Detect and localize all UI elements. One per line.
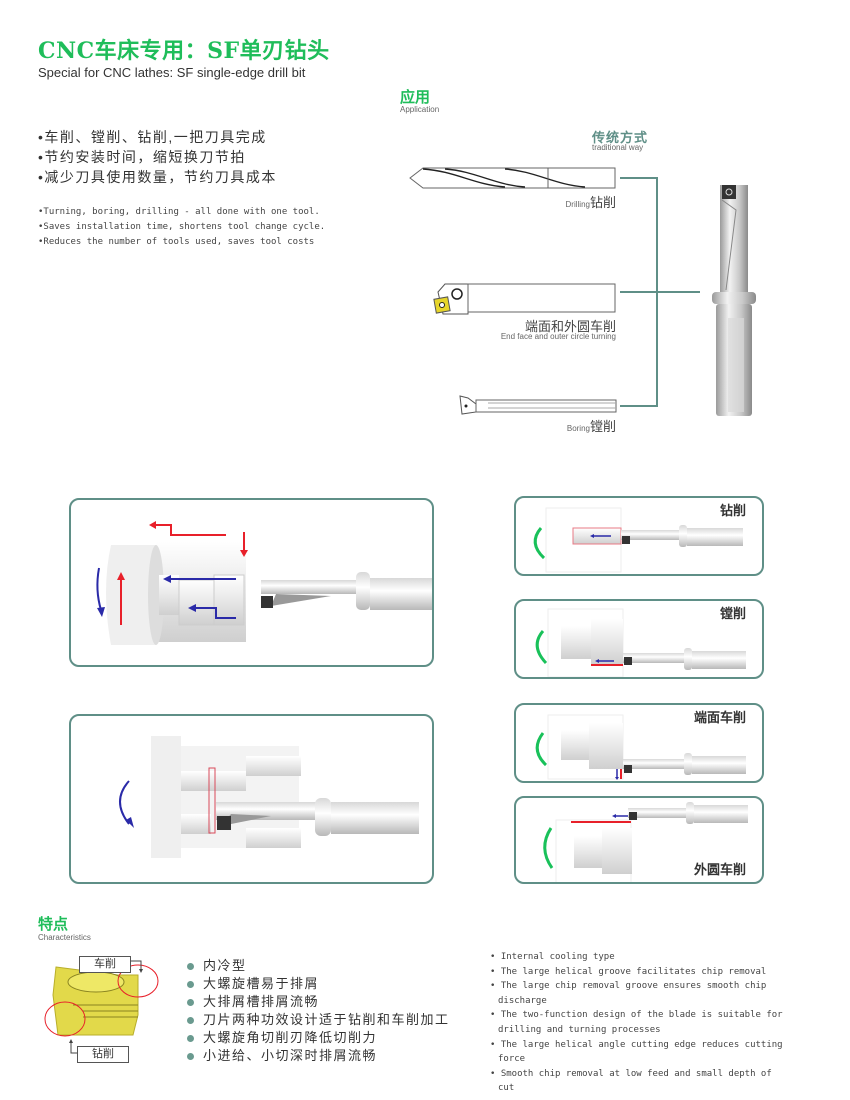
characteristic-item: 刀片两种功效设计适于钻削和车削加工 — [187, 1011, 450, 1029]
operation-panel-boring: 镗削 — [514, 599, 764, 679]
workpiece-turning-illustration — [96, 521, 432, 645]
characteristics-heading: 特点 — [38, 916, 69, 933]
benefit-en-3: •Reduces the number of tools used, saves… — [38, 237, 315, 247]
application-heading: 应用 — [400, 89, 431, 106]
outer-turning-illustration — [543, 802, 748, 882]
boring-bar-icon — [459, 395, 617, 415]
characteristic-item-en: • Smooth chip removal at low feed and sm… — [490, 1068, 772, 1094]
characteristic-item-en: • The two-function design of the blade i… — [490, 1010, 783, 1035]
benefit-en-1: •Turning, boring, drilling - all done wi… — [38, 207, 320, 217]
tool-label-boring: Boring镗削 — [566, 419, 616, 434]
characteristic-item: 大螺旋槽易于排屑 — [187, 975, 450, 993]
workpiece-facing-illustration — [119, 736, 419, 858]
characteristic-item-en: • The large chip removal groove ensures … — [490, 981, 767, 1006]
drilling-illustration — [533, 507, 743, 573]
tool-label-turning: 端面和外圆车削 — [524, 319, 616, 334]
characteristics-list-cn: 内冷型 大螺旋槽易于排屑 大排屑槽排屑流畅 刀片两种功效设计适于钻削和车削加工 … — [187, 957, 450, 1065]
characteristics-list-en: • Internal cooling type • The large heli… — [490, 950, 790, 1096]
traditional-heading: 传统方式 — [592, 130, 649, 145]
benefit-cn-3: •减少刀具使用数量，节约刀具成本 — [38, 169, 277, 185]
operation-panel-outer-turning: 外圆车削 — [514, 796, 764, 884]
insert-label-turning: 车削 — [79, 956, 131, 973]
tool-label-turning-en: End face and outer circle turning — [500, 332, 616, 341]
characteristic-item-en: • The large helical groove facilitates c… — [490, 966, 767, 977]
characteristic-item: 大排屑槽排屑流畅 — [187, 993, 450, 1011]
connector-line — [620, 291, 700, 293]
end-face-turning-illustration — [535, 714, 746, 780]
characteristic-item-en: • Internal cooling type — [490, 952, 615, 962]
tool-label-drilling: Drilling钻削 — [565, 195, 616, 210]
benefit-cn-2: •节约安装时间，缩短换刀节拍 — [38, 149, 246, 165]
end-face-turning-illustration-panel — [69, 714, 434, 884]
characteristic-item: 大螺旋角切削刃降低切削力 — [187, 1029, 450, 1047]
sf-drill-icon — [712, 185, 756, 416]
operation-label-outer-turning: 外圆车削 — [693, 862, 746, 877]
traditional-subheading: traditional way — [592, 143, 644, 152]
benefit-en-2: •Saves installation time, shortens tool … — [38, 222, 326, 232]
turning-tool-icon — [433, 283, 616, 315]
operation-panel-drilling: 钻削 — [514, 496, 764, 576]
connector-line — [620, 405, 658, 407]
boring-illustration — [535, 608, 746, 677]
characteristic-item: 小进给、小切深时排屑流畅 — [187, 1047, 450, 1065]
insert-label-drilling: 钻削 — [77, 1046, 129, 1063]
operation-label-boring: 镗削 — [719, 606, 746, 621]
characteristic-item-en: • The large helical angle cutting edge r… — [490, 1039, 783, 1065]
characteristic-item: 内冷型 — [187, 957, 450, 975]
page-subtitle: Special for CNC lathes: SF single-edge d… — [38, 65, 306, 80]
turning-boring-illustration-panel — [69, 498, 434, 667]
characteristics-subheading: Characteristics — [38, 933, 91, 942]
twist-drill-icon — [409, 167, 616, 189]
benefit-cn-1: •车削、镗削、钻削,一把刀具完成 — [38, 129, 267, 145]
connector-line — [620, 177, 658, 179]
application-subheading: Application — [400, 105, 440, 114]
operation-panel-end-face-turning: 端面车削 — [514, 703, 764, 783]
page-title: CNC车床专用：SF单刃钻头 — [38, 38, 330, 64]
operation-label-drilling: 钻削 — [719, 503, 746, 518]
operation-label-end-face-turning: 端面车削 — [693, 710, 746, 725]
insert-illustration — [44, 960, 159, 1054]
